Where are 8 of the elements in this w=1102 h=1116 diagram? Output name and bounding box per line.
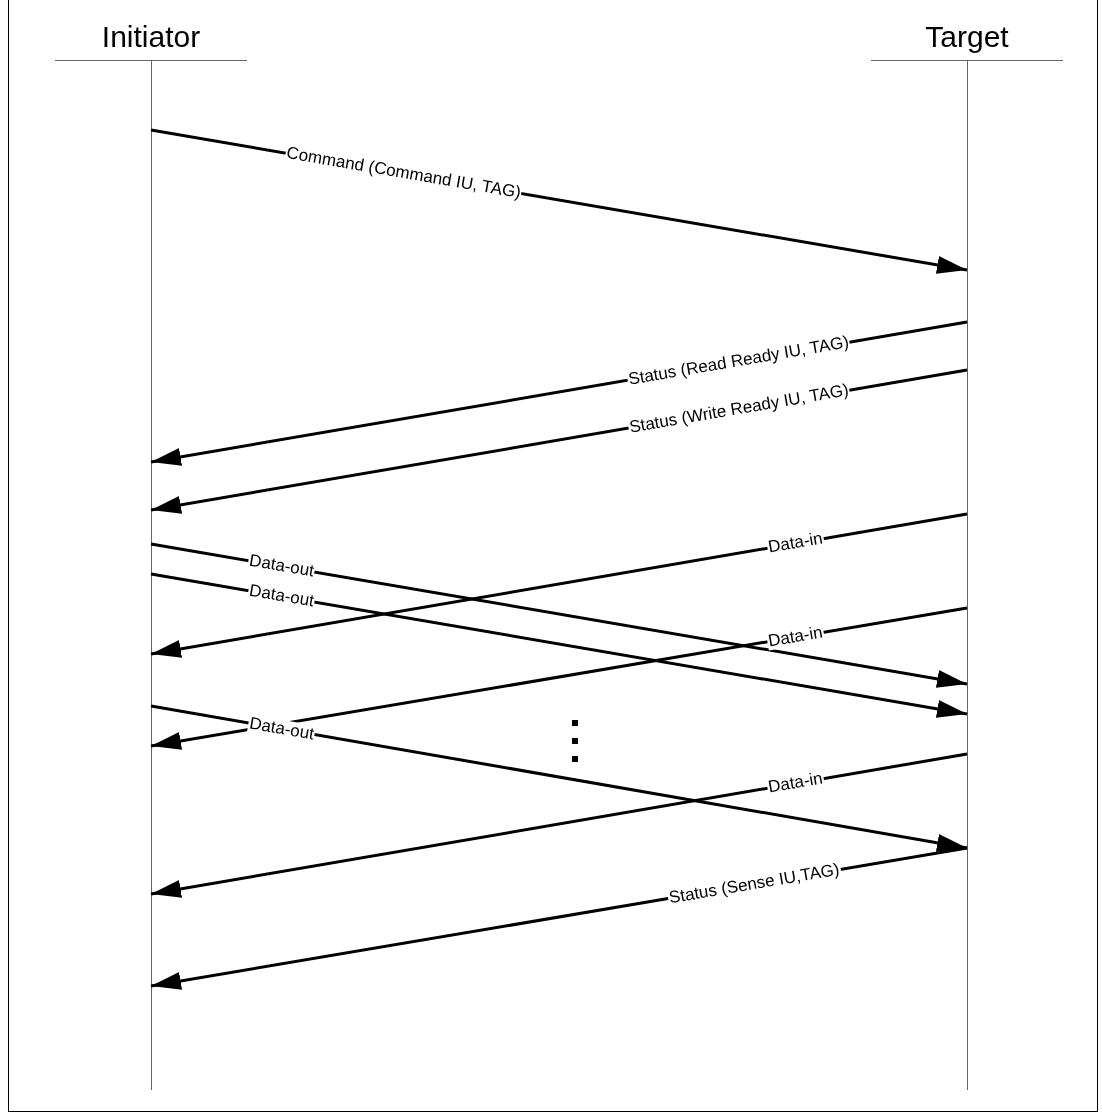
participant-name: Target bbox=[924, 20, 1010, 54]
message-arrow bbox=[150, 572, 968, 718]
message-arrow bbox=[150, 512, 968, 658]
edge-label: Command (Command IU, TAG) bbox=[284, 144, 524, 203]
participant-name: Initiator bbox=[100, 20, 202, 54]
message-arrow bbox=[150, 704, 968, 852]
message-arrow bbox=[150, 752, 968, 898]
message-arrow bbox=[150, 542, 968, 688]
